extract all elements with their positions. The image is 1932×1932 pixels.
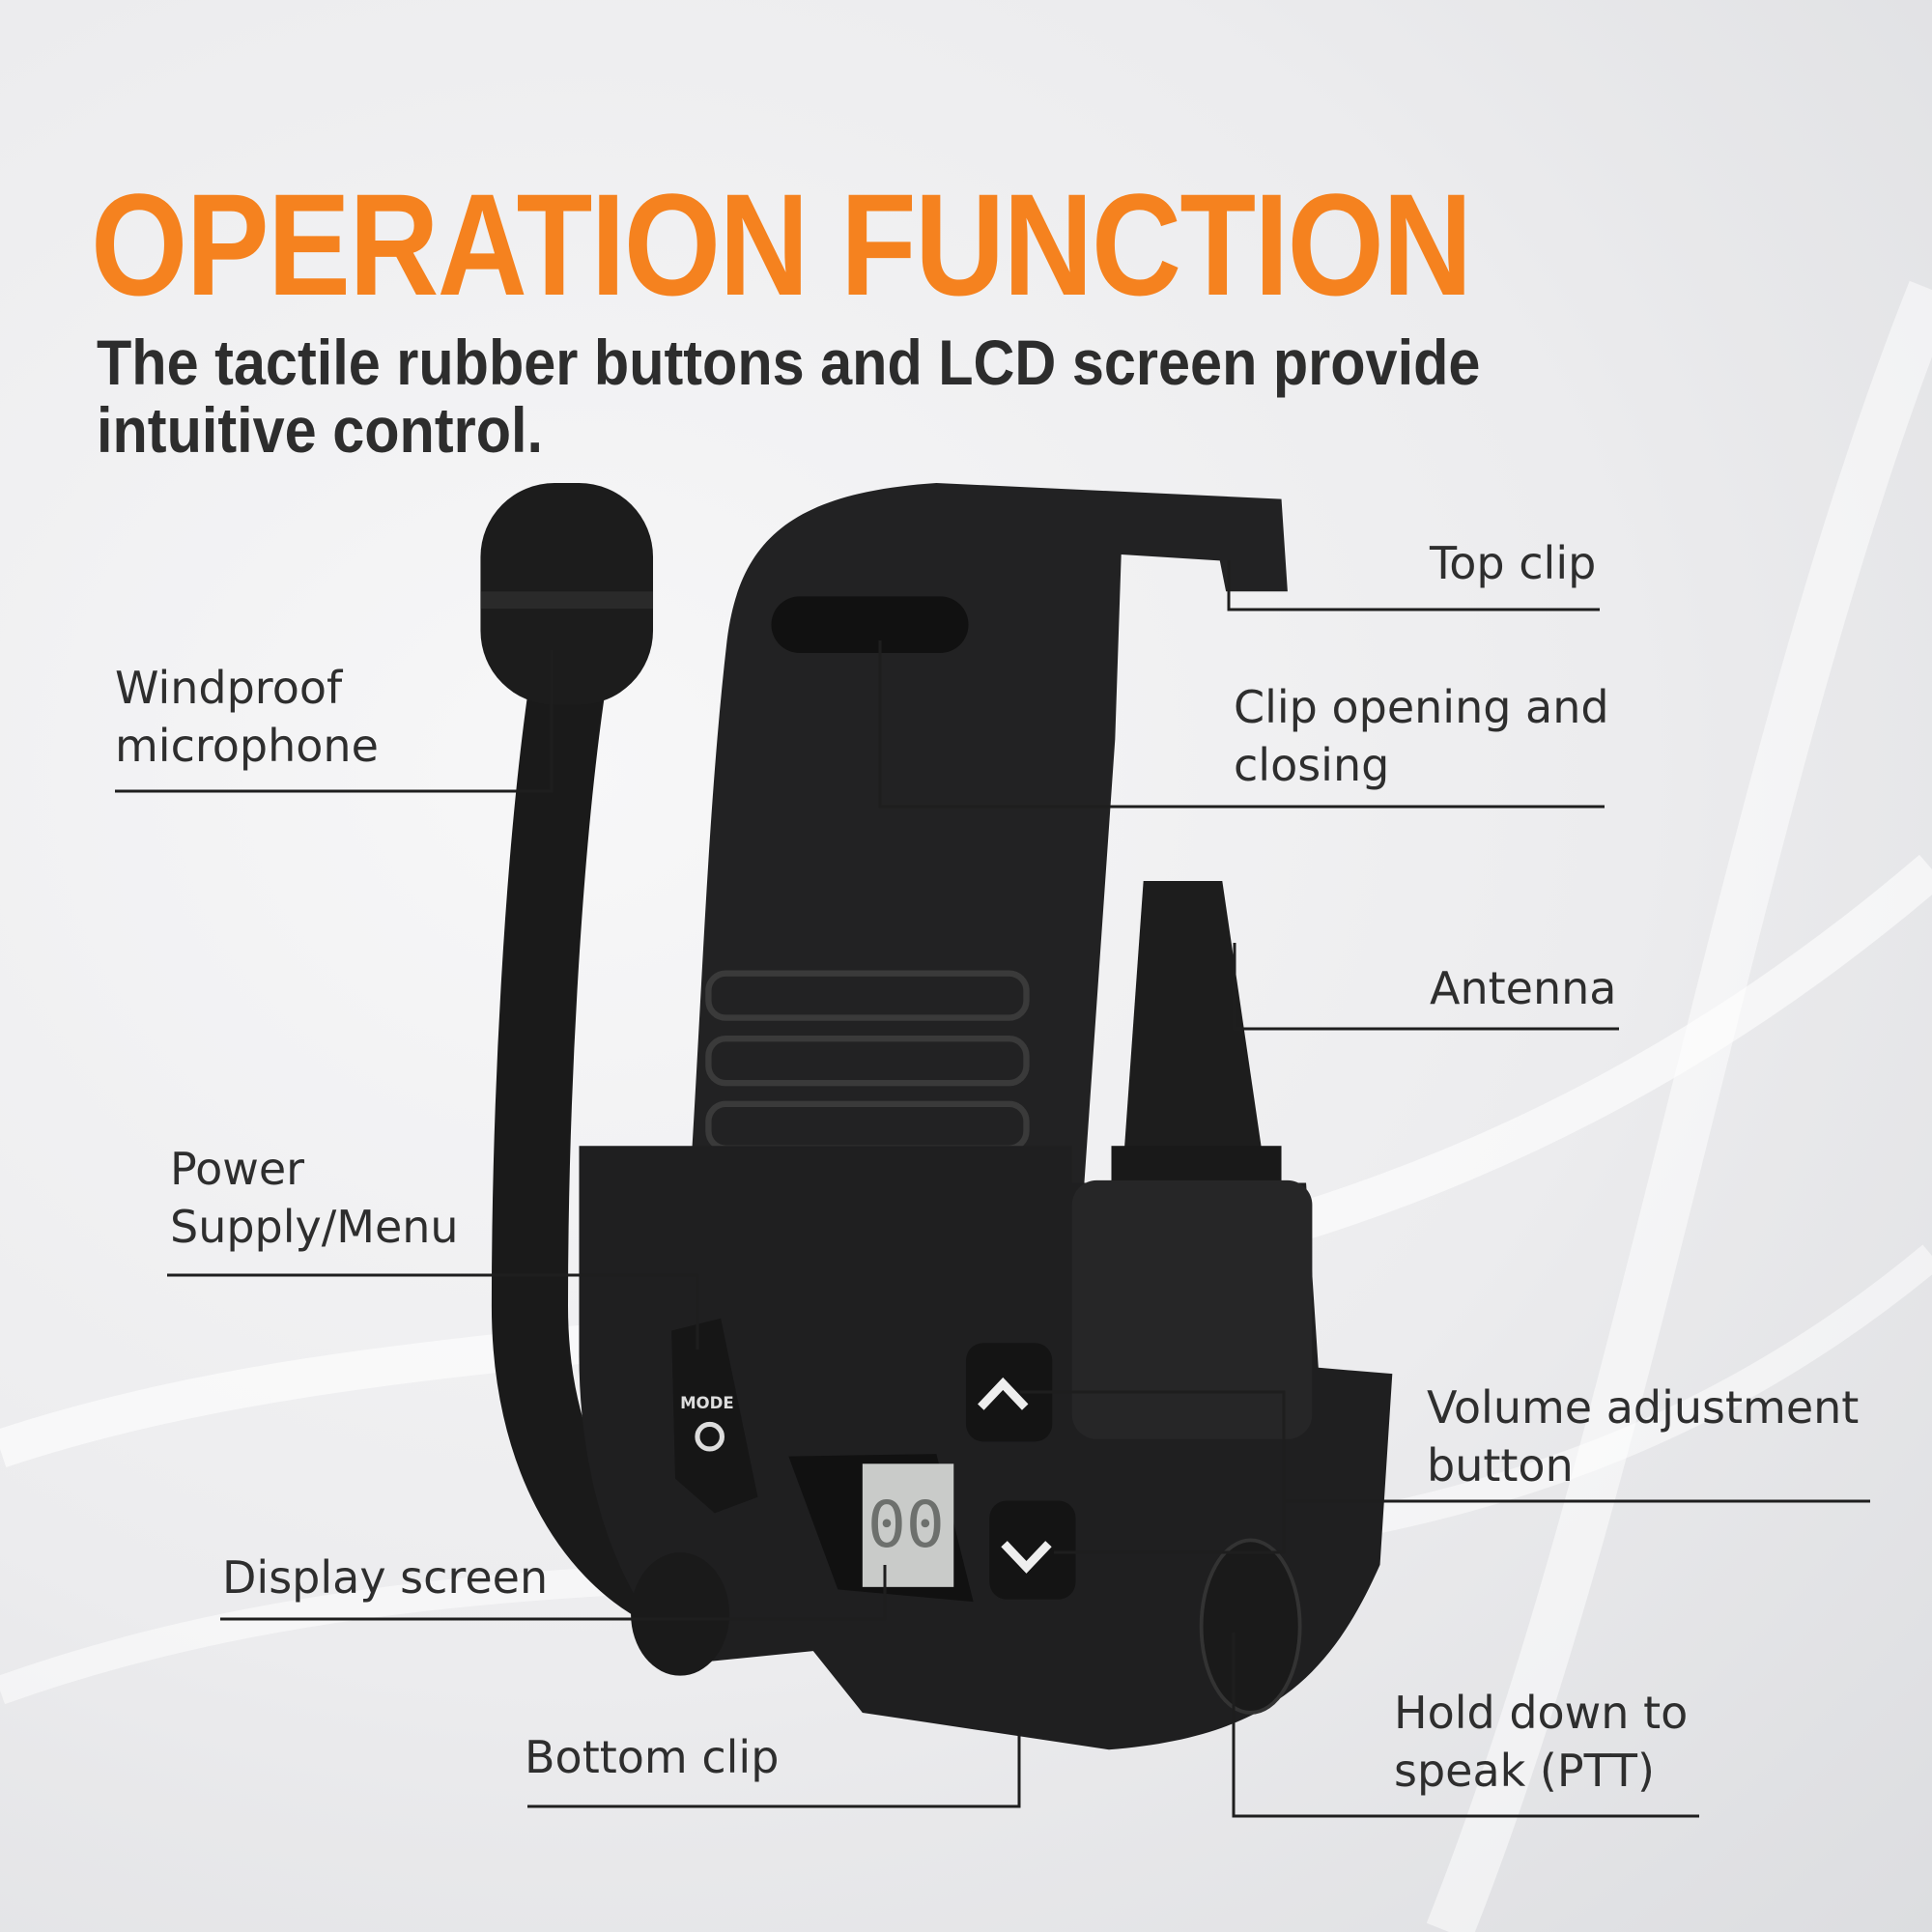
- callout-power-menu: Power Supply/Menu: [170, 1143, 459, 1253]
- mode-power-button: [671, 1318, 758, 1514]
- line-top-clip: [1227, 560, 1600, 611]
- line-display: [220, 1565, 887, 1621]
- callout-display-screen: Display screen: [222, 1551, 549, 1604]
- callout-top-clip: Top clip: [1430, 537, 1597, 589]
- line-bottom-clip: [527, 1730, 1021, 1808]
- page-subtitle: The tactile rubber buttons and LCD scree…: [97, 327, 1481, 466]
- mode-label: MODE: [680, 1394, 734, 1412]
- chevron-up-icon: [978, 1377, 1029, 1410]
- page-title: OPERATION FUNCTION: [91, 163, 1472, 326]
- power-icon: [695, 1421, 724, 1452]
- callout-ptt: Hold down to speak (PTT): [1394, 1687, 1689, 1797]
- callout-windproof-microphone: Windproof microphone: [115, 662, 379, 772]
- microphone-boom: [491, 651, 704, 1628]
- top-clip: [690, 482, 1288, 1183]
- line-ptt: [1232, 1633, 1699, 1818]
- line-volume: [1020, 1390, 1286, 1554]
- callout-bottom-clip: Bottom clip: [525, 1731, 780, 1783]
- clip-slider: [771, 596, 969, 654]
- bottom-clip-knob: [631, 1552, 730, 1676]
- display-screen-lcd: [862, 1463, 954, 1587]
- volume-down-button: [989, 1500, 1076, 1600]
- callout-clip-opening: Clip opening and closing: [1234, 681, 1609, 791]
- line-power: [167, 1273, 699, 1350]
- line-microphone: [115, 650, 554, 793]
- line-clip-opening: [878, 640, 1605, 809]
- svg-text:00: 00: [867, 1487, 945, 1562]
- antenna: [1123, 880, 1264, 1158]
- callout-volume: Volume adjustment button: [1427, 1381, 1860, 1492]
- chevron-down-icon: [1001, 1541, 1052, 1574]
- callout-antenna: Antenna: [1430, 962, 1617, 1014]
- line-antenna: [1233, 943, 1619, 1031]
- ptt-button: [1199, 1538, 1302, 1715]
